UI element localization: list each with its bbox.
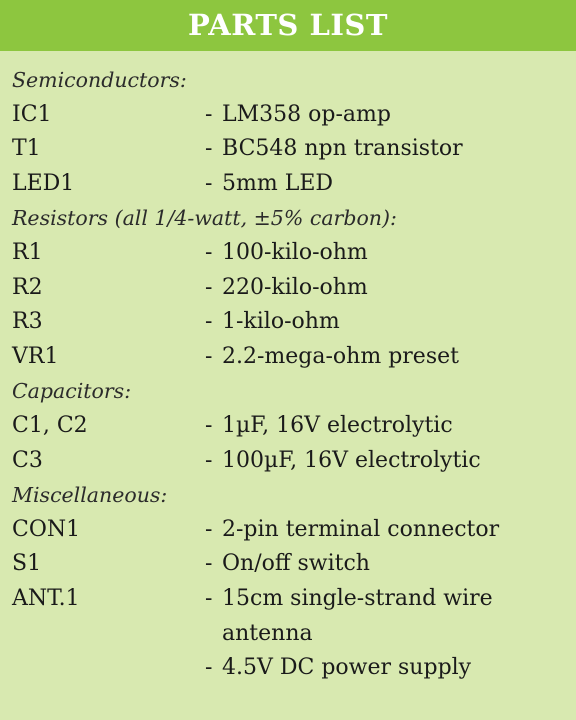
part-ref: T1 — [12, 136, 41, 162]
part-dash: - — [205, 516, 213, 542]
part-dash: - — [205, 309, 213, 335]
part-dash: - — [205, 551, 213, 577]
part-desc: 1µF, 16V electrolytic — [222, 412, 453, 438]
part-desc: 1-kilo-ohm — [222, 309, 340, 335]
part-ref: R1 — [12, 239, 43, 265]
part-dash: - — [205, 170, 213, 196]
part-desc: 100-kilo-ohm — [222, 239, 368, 265]
part-desc: 220-kilo-ohm — [222, 274, 368, 300]
part-dash: - — [205, 239, 213, 265]
section-miscellaneous: Miscellaneous: — [12, 483, 168, 508]
parts-list-title: PARTS LIST — [0, 0, 576, 51]
section-heading: Miscellaneous: — [12, 478, 576, 513]
part-row: R2 - 220-kilo-ohm — [12, 271, 576, 306]
part-dash: - — [205, 274, 213, 300]
part-ref: CON1 — [12, 516, 81, 542]
part-ref: LED1 — [12, 170, 75, 196]
part-desc: On/off switch — [222, 551, 370, 577]
part-dash: - — [205, 343, 213, 369]
part-row: C1, C2 - 1µF, 16V electrolytic — [12, 409, 576, 444]
part-desc: antenna — [222, 620, 313, 646]
parts-list: Semiconductors: IC1 - LM358 op-amp T1 - … — [12, 63, 576, 686]
section-heading: Capacitors: — [12, 374, 576, 409]
part-desc: BC548 npn transistor — [222, 136, 463, 162]
part-desc: 4.5V DC power supply — [222, 655, 472, 681]
part-dash: - — [205, 136, 213, 162]
part-ref: VR1 — [12, 343, 59, 369]
part-ref: R2 — [12, 274, 43, 300]
part-row-continuation: antenna — [12, 617, 576, 652]
part-row: IC1 - LM358 op-amp — [12, 98, 576, 133]
part-desc: 5mm LED — [222, 170, 334, 196]
part-ref: S1 — [12, 551, 42, 577]
part-dash: - — [205, 585, 213, 611]
part-desc: 15cm single-strand wire — [222, 585, 493, 611]
part-row: R3 - 1-kilo-ohm — [12, 305, 576, 340]
part-dash: - — [205, 101, 213, 127]
section-heading: Resistors (all 1/4-watt, ±5% carbon): — [12, 201, 576, 236]
part-dash: - — [205, 655, 213, 681]
part-row: C3 - 100µF, 16V electrolytic — [12, 444, 576, 479]
section-capacitors: Capacitors: — [12, 379, 132, 404]
part-dash: - — [205, 447, 213, 473]
part-ref: R3 — [12, 309, 43, 335]
part-desc: 2-pin terminal connector — [222, 516, 500, 542]
part-dash: - — [205, 412, 213, 438]
part-row: R1 - 100-kilo-ohm — [12, 236, 576, 271]
part-row: CON1 - 2-pin terminal connector — [12, 513, 576, 548]
section-semiconductors: Semiconductors: — [12, 68, 187, 92]
part-row: VR1 - 2.2-mega-ohm preset — [12, 340, 576, 375]
part-desc: 100µF, 16V electrolytic — [222, 447, 481, 473]
section-resistors: Resistors (all 1/4-watt, ±5% carbon): — [12, 206, 397, 231]
part-ref: C3 — [12, 447, 43, 473]
part-row: ANT.1 - 15cm single-strand wire — [12, 582, 576, 617]
part-ref: IC1 — [12, 101, 52, 127]
part-desc: LM358 op-amp — [222, 101, 391, 127]
part-row: LED1 - 5mm LED — [12, 167, 576, 202]
section-heading: Semiconductors: — [12, 63, 576, 98]
part-desc: 2.2-mega-ohm preset — [222, 343, 459, 369]
part-ref: C1, C2 — [12, 412, 88, 438]
part-row: - 4.5V DC power supply — [12, 651, 576, 686]
part-row: S1 - On/off switch — [12, 547, 576, 582]
part-row: T1 - BC548 npn transistor — [12, 132, 576, 167]
part-ref: ANT.1 — [12, 585, 80, 611]
